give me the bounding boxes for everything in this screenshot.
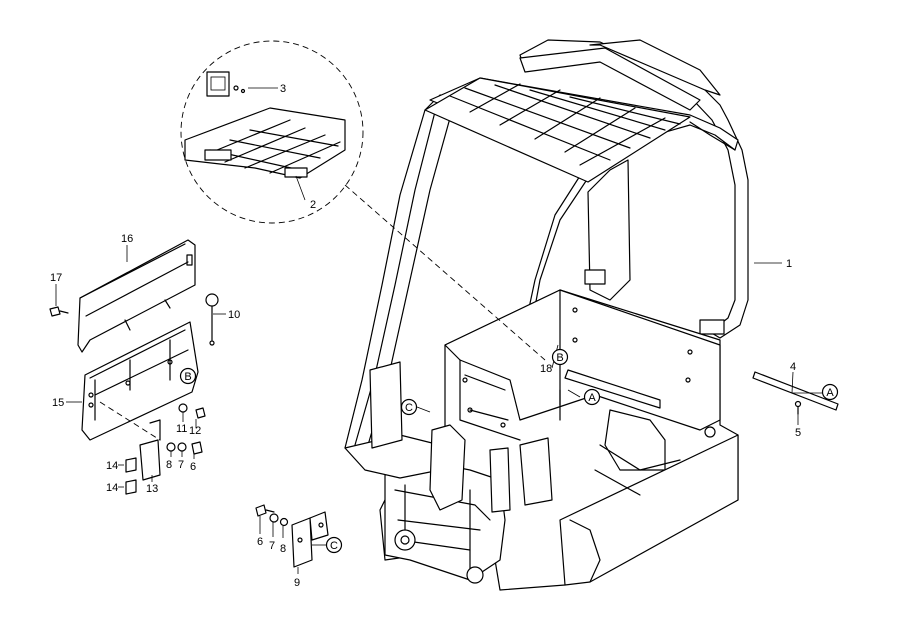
ref-c-frame: C [400, 398, 418, 416]
callout-13: 13 [146, 483, 158, 495]
ref-c-frame-label: C [405, 402, 413, 414]
fasteners-panel [166, 403, 206, 455]
hinge-13 [139, 419, 161, 481]
ref-c-bracket: C [325, 536, 343, 554]
ref-b-frame: B [551, 348, 569, 366]
callout-12: 12 [189, 425, 201, 437]
callout-18: 18 [540, 363, 552, 375]
callout-6b: 6 [257, 536, 263, 548]
callout-14b: 14 [106, 482, 118, 494]
canopy-frame [344, 39, 749, 521]
callout-labels: 1 2 3 4 5 6 6 7 7 8 8 9 10 11 12 13 14 1… [50, 83, 801, 589]
ref-a-frame: A [583, 388, 601, 406]
callout-8a: 8 [166, 459, 172, 471]
fasteners-bracket [255, 504, 289, 527]
callout-5: 5 [795, 427, 801, 439]
bolt-17 [49, 306, 69, 317]
callout-4: 4 [790, 361, 796, 373]
ref-b-panel: B [179, 367, 197, 385]
eye-bolt [205, 293, 219, 346]
ref-c-bracket-label: C [330, 540, 338, 552]
callout-7a: 7 [178, 459, 184, 471]
callout-14a: 14 [106, 460, 118, 472]
callout-10: 10 [228, 309, 240, 321]
callout-8b: 8 [280, 543, 286, 555]
callout-11: 11 [176, 423, 187, 435]
base-frame [344, 289, 739, 591]
detail-leader [344, 184, 546, 361]
ref-a-right-label: A [826, 387, 834, 399]
callout-17: 17 [50, 272, 62, 284]
side-panel-16 [77, 239, 196, 353]
bracket-9 [291, 511, 329, 568]
label-plate [206, 71, 246, 97]
side-panel-15 [81, 321, 199, 441]
callout-16: 16 [121, 233, 133, 245]
ref-a-frame-label: A [588, 392, 596, 404]
callout-15: 15 [52, 397, 64, 409]
ref-b-panel-label: B [184, 371, 191, 383]
callout-2: 2 [310, 199, 316, 211]
ref-b-frame-label: B [556, 352, 563, 364]
ref-a-right: A [821, 383, 839, 401]
panel-leader [99, 401, 161, 441]
callout-9: 9 [294, 577, 300, 589]
fasteners-14 [125, 457, 137, 495]
callout-1: 1 [786, 258, 792, 270]
callout-3: 3 [280, 83, 286, 95]
callout-7b: 7 [269, 540, 275, 552]
callout-6a: 6 [190, 461, 196, 473]
detail-circle [180, 40, 364, 224]
